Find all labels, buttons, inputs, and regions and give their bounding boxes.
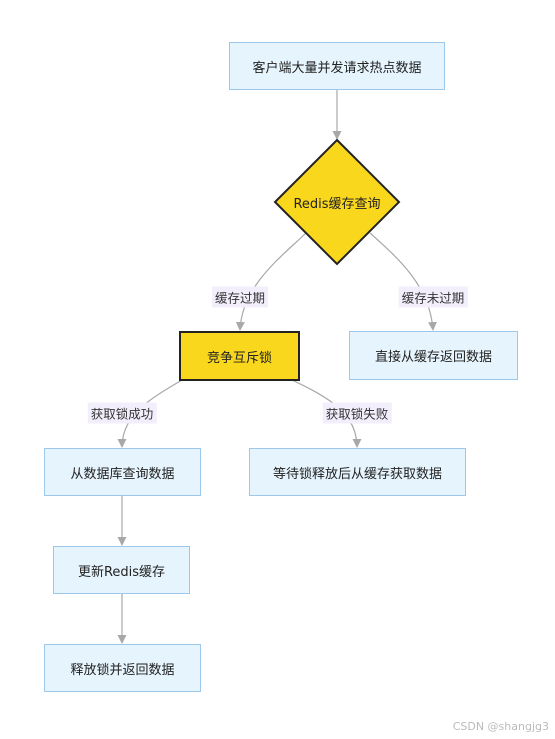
node-wait-retry-label: 等待锁释放后从缓存获取数据 [272,466,442,482]
edge-label-expired: 缓存过期 [211,286,269,308]
edge-label-lock-success: 获取锁成功 [87,402,157,424]
redis-query-text: Redis缓存查询 [293,196,381,212]
node-query-db: 从数据库查询数据 [44,448,201,496]
node-release-lock: 释放锁并返回数据 [44,644,201,692]
node-return-cache-label: 直接从缓存返回数据 [374,350,492,365]
node-compete-lock: 竞争互斥锁 [179,331,300,381]
node-update-redis-label: 更新Redis缓存 [77,564,166,580]
node-compete-lock-label: 竞争互斥锁 [206,350,272,366]
node-release-lock-label: 释放锁并返回数据 [70,662,175,678]
node-client-request: 客户端大量并发请求热点数据 [229,42,445,90]
edge-query-to-return [369,232,437,331]
node-redis-query-label: Redis缓存查询 [275,190,399,214]
watermark: CSDN @shangjg3 [452,720,549,733]
edge-label-lock-failed: 获取锁失败 [322,402,392,424]
node-update-redis: 更新Redis缓存 [53,546,190,594]
node-return-cache: 直接从缓存返回数据 [349,331,518,380]
edge-label-not-expired: 缓存未过期 [398,286,468,308]
node-client-request-label: 客户端大量并发请求热点数据 [252,60,422,76]
redis-query-diamond [273,138,401,266]
node-wait-retry: 等待锁释放后从缓存获取数据 [249,448,466,496]
edge-query-to-lock [235,232,307,331]
node-query-db-label: 从数据库查询数据 [70,466,175,482]
